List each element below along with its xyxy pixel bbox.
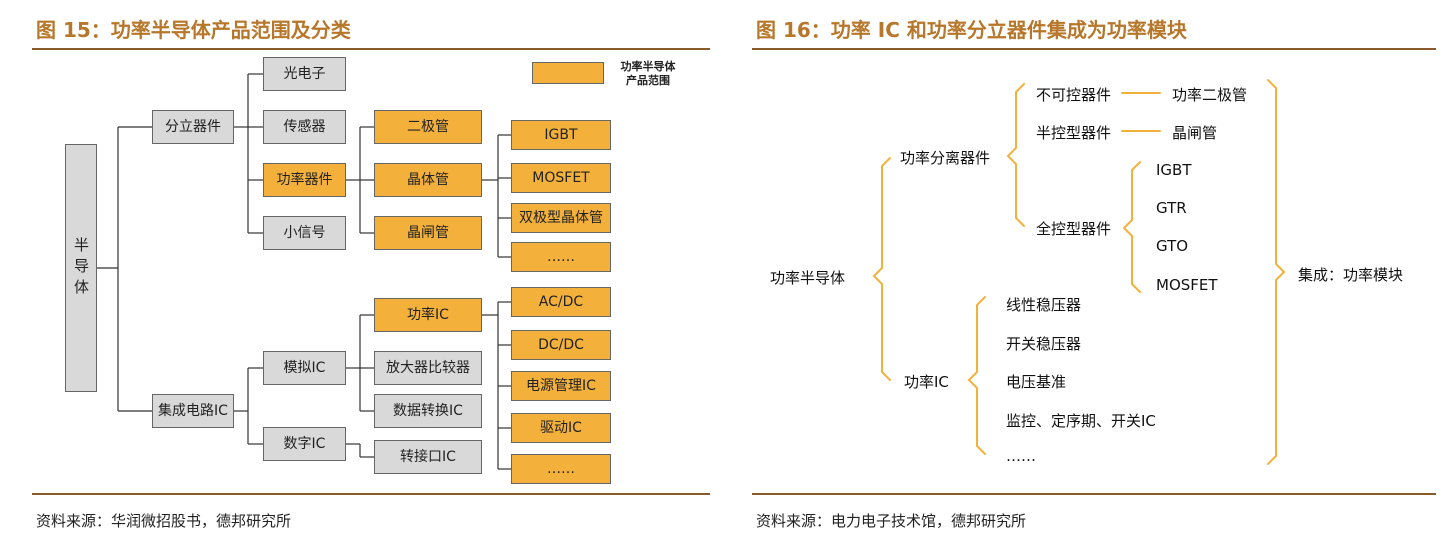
r-gto: GTO <box>1156 237 1189 255</box>
node-igbt: IGBT <box>511 120 611 150</box>
node-mosfet: MOSFET <box>511 163 611 193</box>
node-power-ic: 功率IC <box>374 298 482 332</box>
r-discrete: 功率分离器件 <box>900 149 991 167</box>
r-switch-reg: 开关稳压器 <box>1006 335 1082 353</box>
node-diode: 二极管 <box>374 110 482 144</box>
node-acdc: AC/DC <box>511 287 611 317</box>
node-amp: 放大器比较器 <box>374 351 482 385</box>
node-root: 半导体 <box>65 144 97 392</box>
right-bottom-rule <box>752 493 1436 495</box>
node-small-signal: 小信号 <box>263 216 346 250</box>
right-panel-title: 图 16：功率 IC 和功率分立器件集成为功率模块 <box>756 18 1187 42</box>
r-full-controlled: 全控型器件 <box>1036 220 1112 238</box>
left-connector-lines <box>97 73 511 470</box>
r-power-ic: 功率IC <box>904 373 949 391</box>
legend-line-1: 功率半导体 <box>620 60 676 73</box>
node-adc: 数据转换IC <box>374 394 482 428</box>
node-dcdc: DC/DC <box>511 330 611 360</box>
legend-swatch <box>532 62 604 84</box>
r-igbt: IGBT <box>1156 161 1192 179</box>
legend-line-2: 产品范围 <box>626 74 670 88</box>
right-source: 资料来源：电力电子技术馆，德邦研究所 <box>756 512 1027 530</box>
r-monitor: 监控、定序期、开关IC <box>1006 412 1156 430</box>
node-bjt: 双极型晶体管 <box>511 203 611 233</box>
left-bottom-rule <box>32 493 710 495</box>
node-thyristor: 晶闸管 <box>374 216 482 250</box>
node-interface: 转接口IC <box>374 440 482 474</box>
r-more: …… <box>1006 447 1036 465</box>
node-more-2: …… <box>511 454 611 484</box>
r-result: 集成：功率模块 <box>1298 266 1404 284</box>
node-transistor: 晶体管 <box>374 163 482 197</box>
node-ic: 集成电路IC <box>152 394 234 428</box>
r-gtr: GTR <box>1156 199 1187 217</box>
r-power-diode: 功率二极管 <box>1172 86 1248 104</box>
node-opto: 光电子 <box>263 57 346 91</box>
node-pmic: 电源管理IC <box>511 371 611 401</box>
r-semi-controlled: 半控型器件 <box>1036 124 1112 142</box>
right-title-rule <box>752 48 1436 50</box>
left-panel-title: 图 15：功率半导体产品范围及分类 <box>36 18 351 42</box>
node-discrete: 分立器件 <box>152 110 234 144</box>
node-driver: 驱动IC <box>511 413 611 443</box>
node-power-device: 功率器件 <box>263 163 346 197</box>
r-uncontrolled: 不可控器件 <box>1036 86 1112 104</box>
left-title-rule <box>32 48 710 50</box>
r-linear-reg: 线性稳压器 <box>1006 296 1082 314</box>
node-sensor: 传感器 <box>263 110 346 144</box>
r-mosfet: MOSFET <box>1156 276 1218 294</box>
node-analog: 模拟IC <box>263 351 346 385</box>
r-thyristor: 晶闸管 <box>1172 124 1218 142</box>
r-root: 功率半导体 <box>770 269 846 287</box>
left-source: 资料来源：华润微招股书，德邦研究所 <box>36 512 292 530</box>
node-digital: 数字IC <box>263 427 346 461</box>
node-more-1: …… <box>511 242 611 272</box>
r-voltage-ref: 电压基准 <box>1006 373 1067 391</box>
legend-label: 功率半导体 产品范围 <box>614 60 682 89</box>
